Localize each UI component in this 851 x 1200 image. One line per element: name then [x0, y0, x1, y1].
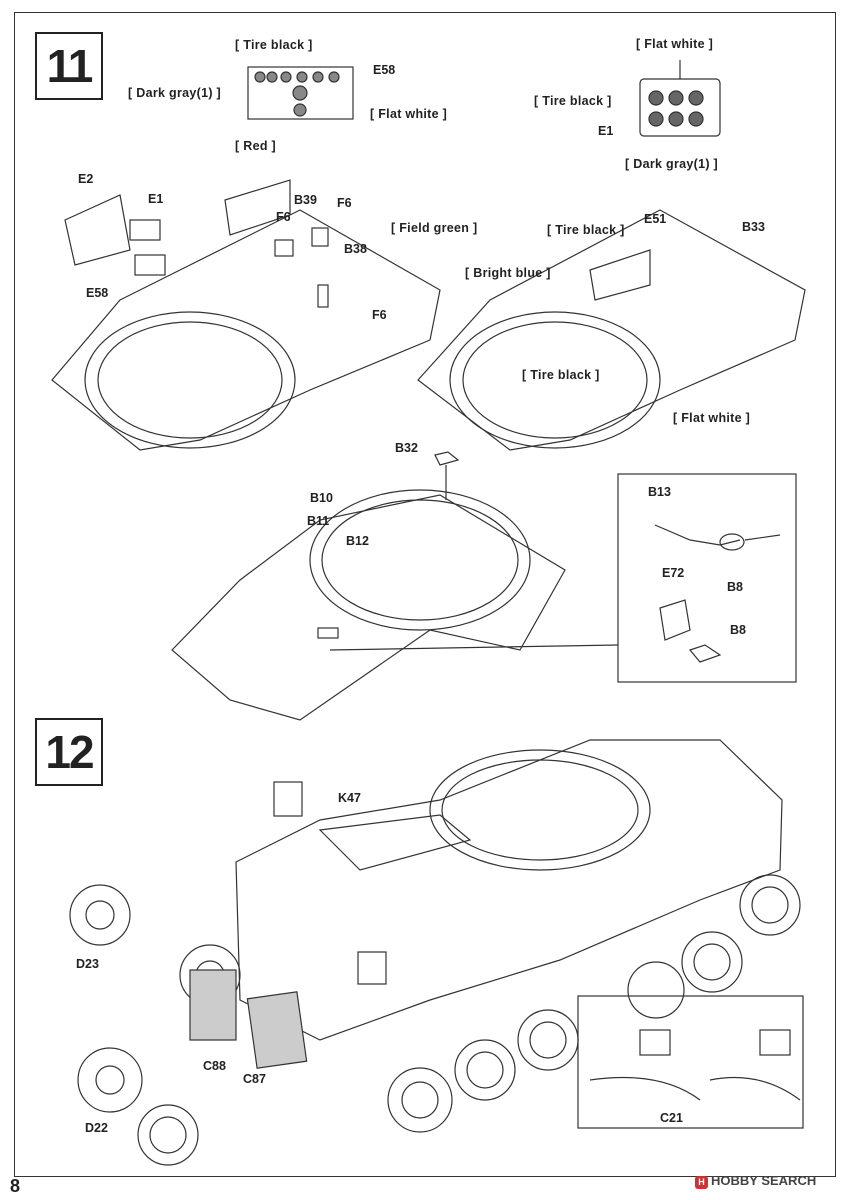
part-label: B39 — [294, 193, 317, 207]
paint-label: [ Flat white ] — [636, 37, 714, 51]
paint-label: [ Tire black ] — [534, 94, 612, 108]
paint-label: [ Dark gray(1) ] — [128, 86, 222, 100]
paint-label: [ Flat white ] — [370, 107, 448, 121]
detail-inset-2 — [577, 995, 804, 1129]
headlight-cluster — [639, 78, 721, 137]
part-label: F6 — [276, 210, 291, 224]
paint-label: [ Bright blue ] — [465, 266, 551, 280]
part-label: E1 — [598, 124, 614, 138]
part-label: B8 — [727, 580, 743, 594]
paint-label: [ Flat white ] — [673, 411, 751, 425]
part-label: B11 — [307, 514, 330, 528]
part-label: E72 — [662, 566, 685, 580]
part-label: B12 — [346, 534, 369, 548]
part-label: B13 — [648, 485, 671, 499]
part-label: E1 — [148, 192, 164, 206]
watermark-logo: H — [695, 1176, 708, 1189]
paint-label: [ Field green ] — [391, 221, 478, 235]
part-label: B32 — [395, 441, 418, 455]
part-label: D23 — [76, 957, 99, 971]
part-label: C87 — [243, 1072, 266, 1086]
page-number: 8 — [10, 1176, 21, 1196]
paint-label: [ Tire black ] — [547, 223, 625, 237]
part-label: D22 — [85, 1121, 108, 1135]
paint-label: [ Tire black ] — [235, 38, 313, 52]
part-label: B33 — [742, 220, 765, 234]
part-label: C88 — [203, 1059, 226, 1073]
step-number-11: 11 — [35, 32, 103, 100]
hull-plate-center — [171, 494, 566, 721]
part-label: C21 — [660, 1111, 683, 1125]
part-label: E51 — [644, 212, 667, 226]
step-number-12: 12 — [35, 718, 103, 786]
watermark-text: HOBBY SEARCH — [711, 1173, 817, 1188]
part-label: K47 — [338, 791, 361, 805]
sprue-sheet — [247, 66, 354, 120]
paint-label: [ Tire black ] — [522, 368, 600, 382]
part-label: F6 — [372, 308, 387, 322]
part-box-k — [273, 781, 303, 817]
part-label: F6 — [337, 196, 352, 210]
hull-plate-left — [51, 209, 441, 451]
paint-label: [ Dark gray(1) ] — [625, 157, 719, 171]
part-label: B38 — [344, 242, 367, 256]
part-label: E58 — [373, 63, 396, 77]
part-label: E58 — [86, 286, 109, 300]
detail-inset — [617, 473, 797, 683]
part-label: E2 — [78, 172, 94, 186]
paint-label: [ Red ] — [235, 139, 276, 153]
part-label: B8 — [730, 623, 746, 637]
page-border — [14, 12, 836, 1177]
hull-lower — [235, 739, 783, 1041]
part-label: B10 — [310, 491, 333, 505]
